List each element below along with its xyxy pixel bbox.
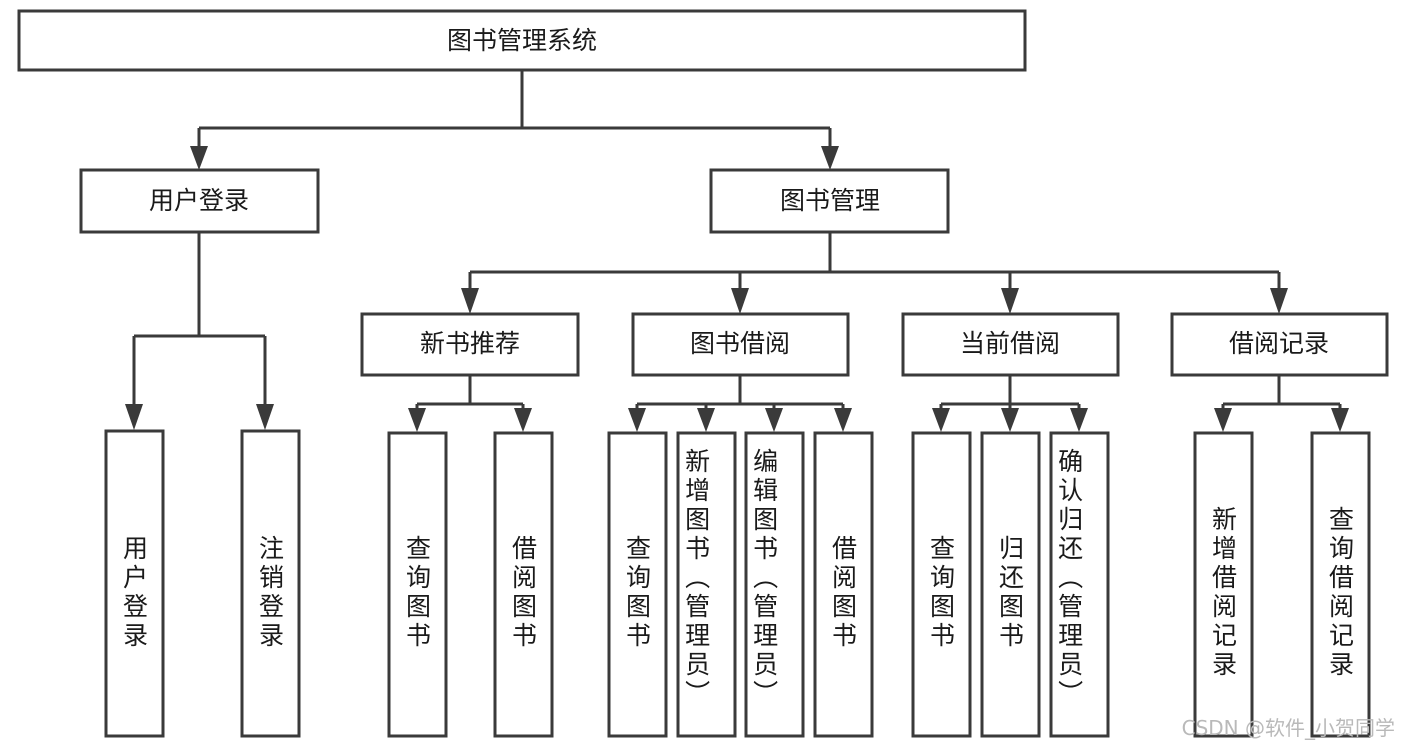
node-leaf-logout-box[interactable] xyxy=(240,429,301,738)
arrowhead-confirm-return xyxy=(1070,408,1088,432)
node-leaf-add-book-box[interactable] xyxy=(676,431,737,738)
node-leaf-borrow-book-1-label: 借阅图书 xyxy=(509,535,538,651)
node-leaf-query-record-label: 查询借阅记录 xyxy=(1326,506,1355,680)
arrowhead-leaf-logout xyxy=(256,404,274,430)
node-leaf-borrow-book-1[interactable]: 借阅图书 xyxy=(493,431,554,738)
node-leaf-query-book-1-box[interactable] xyxy=(387,431,448,738)
node-leaf-user-login-label: 用户登录 xyxy=(120,535,149,651)
node-leaf-query-book-3-label: 查询图书 xyxy=(927,535,956,651)
node-leaf-logout[interactable]: 注销登录 xyxy=(240,429,301,738)
node-book-manage-box[interactable] xyxy=(709,168,950,234)
node-leaf-query-book-1[interactable]: 查询图书 xyxy=(387,431,448,738)
node-leaf-borrow-book-2[interactable]: 借阅图书 xyxy=(813,431,874,738)
node-user-login-box[interactable] xyxy=(79,168,320,234)
node-borrow-record-box[interactable] xyxy=(1170,312,1389,377)
arrowhead-add-book xyxy=(697,408,715,432)
node-new-book-rec-label: 新书推荐 xyxy=(420,329,520,358)
node-leaf-logout-label: 注销登录 xyxy=(256,535,285,651)
arrowhead-borrow-record xyxy=(1270,288,1288,314)
node-current-borrow-label: 当前借阅 xyxy=(960,329,1060,358)
node-leaf-query-book-3[interactable]: 查询图书 xyxy=(911,431,972,738)
node-leaf-return-book-box[interactable] xyxy=(980,431,1041,738)
node-leaf-borrow-book-2-box[interactable] xyxy=(813,431,874,738)
arrowhead-book-borrow xyxy=(731,288,749,314)
node-leaf-add-record-label: 新增借阅记录 xyxy=(1209,506,1238,680)
node-book-borrow[interactable]: 图书借阅 xyxy=(631,312,850,377)
node-new-book-rec-box[interactable] xyxy=(360,312,580,377)
node-book-borrow-box[interactable] xyxy=(631,312,850,377)
node-leaf-confirm-return-box[interactable] xyxy=(1049,431,1110,738)
node-leaf-borrow-book-2-label: 借阅图书 xyxy=(829,535,858,651)
node-leaf-query-book-2-box[interactable] xyxy=(607,431,668,738)
arrowhead-return-book xyxy=(1001,408,1019,432)
node-leaf-confirm-return-label: 确认归还（管理员） xyxy=(1055,448,1084,709)
node-leaf-query-book-1-label: 查询图书 xyxy=(403,535,432,651)
node-leaf-add-record[interactable]: 新增借阅记录 xyxy=(1193,431,1254,738)
node-leaf-query-book-3-box[interactable] xyxy=(911,431,972,738)
node-user-login[interactable]: 用户登录 xyxy=(79,168,320,234)
node-leaf-edit-book-label: 编辑图书（管理员） xyxy=(750,448,779,709)
node-user-login-label: 用户登录 xyxy=(149,186,249,215)
arrowhead-edit-book xyxy=(765,408,783,432)
arrowhead-borrow-book-1 xyxy=(514,408,532,432)
node-book-borrow-label: 图书借阅 xyxy=(690,329,790,358)
arrowhead-book-manage xyxy=(821,146,839,170)
arrowhead-query-book-3 xyxy=(932,408,950,432)
arrowhead-user-login xyxy=(190,146,208,170)
arrowhead-current-borrow xyxy=(1001,288,1019,314)
node-leaf-user-login-box[interactable] xyxy=(104,429,165,738)
node-leaf-add-book-label: 新增图书（管理员） xyxy=(682,448,711,709)
connector-layer xyxy=(125,70,1349,432)
node-book-manage-label: 图书管理 xyxy=(780,186,880,215)
node-leaf-query-record[interactable]: 查询借阅记录 xyxy=(1310,431,1371,738)
node-borrow-record-label: 借阅记录 xyxy=(1229,329,1329,358)
arrowhead-query-record xyxy=(1331,408,1349,432)
node-leaf-return-book[interactable]: 归还图书 xyxy=(980,431,1041,738)
node-leaf-edit-book[interactable]: 编辑图书（管理员） xyxy=(744,431,805,738)
node-leaf-user-login[interactable]: 用户登录 xyxy=(104,429,165,738)
node-borrow-record[interactable]: 借阅记录 xyxy=(1170,312,1389,377)
node-root[interactable]: 图书管理系统 xyxy=(17,9,1027,72)
node-book-manage[interactable]: 图书管理 xyxy=(709,168,950,234)
node-leaf-query-record-box[interactable] xyxy=(1310,431,1371,738)
node-current-borrow[interactable]: 当前借阅 xyxy=(901,312,1120,377)
node-leaf-borrow-book-1-box[interactable] xyxy=(493,431,554,738)
node-leaf-add-book[interactable]: 新增图书（管理员） xyxy=(676,431,737,738)
arrowhead-query-book-1 xyxy=(408,408,426,432)
node-root-box[interactable] xyxy=(17,9,1027,72)
arrowhead-add-record xyxy=(1214,408,1232,432)
arrowhead-query-book-2 xyxy=(628,408,646,432)
node-current-borrow-box[interactable] xyxy=(901,312,1120,377)
arrowhead-new-book-rec xyxy=(461,288,479,314)
node-leaf-return-book-label: 归还图书 xyxy=(996,535,1025,651)
node-leaf-query-book-2-label: 查询图书 xyxy=(623,535,652,651)
arrowhead-leaf-user-login xyxy=(125,404,143,430)
arrowhead-borrow-book-2 xyxy=(834,408,852,432)
node-new-book-rec[interactable]: 新书推荐 xyxy=(360,312,580,377)
node-root-label: 图书管理系统 xyxy=(447,26,597,55)
node-leaf-edit-book-box[interactable] xyxy=(744,431,805,738)
node-leaf-add-record-box[interactable] xyxy=(1193,431,1254,738)
node-leaf-confirm-return[interactable]: 确认归还（管理员） xyxy=(1049,431,1110,738)
node-leaf-query-book-2[interactable]: 查询图书 xyxy=(607,431,668,738)
